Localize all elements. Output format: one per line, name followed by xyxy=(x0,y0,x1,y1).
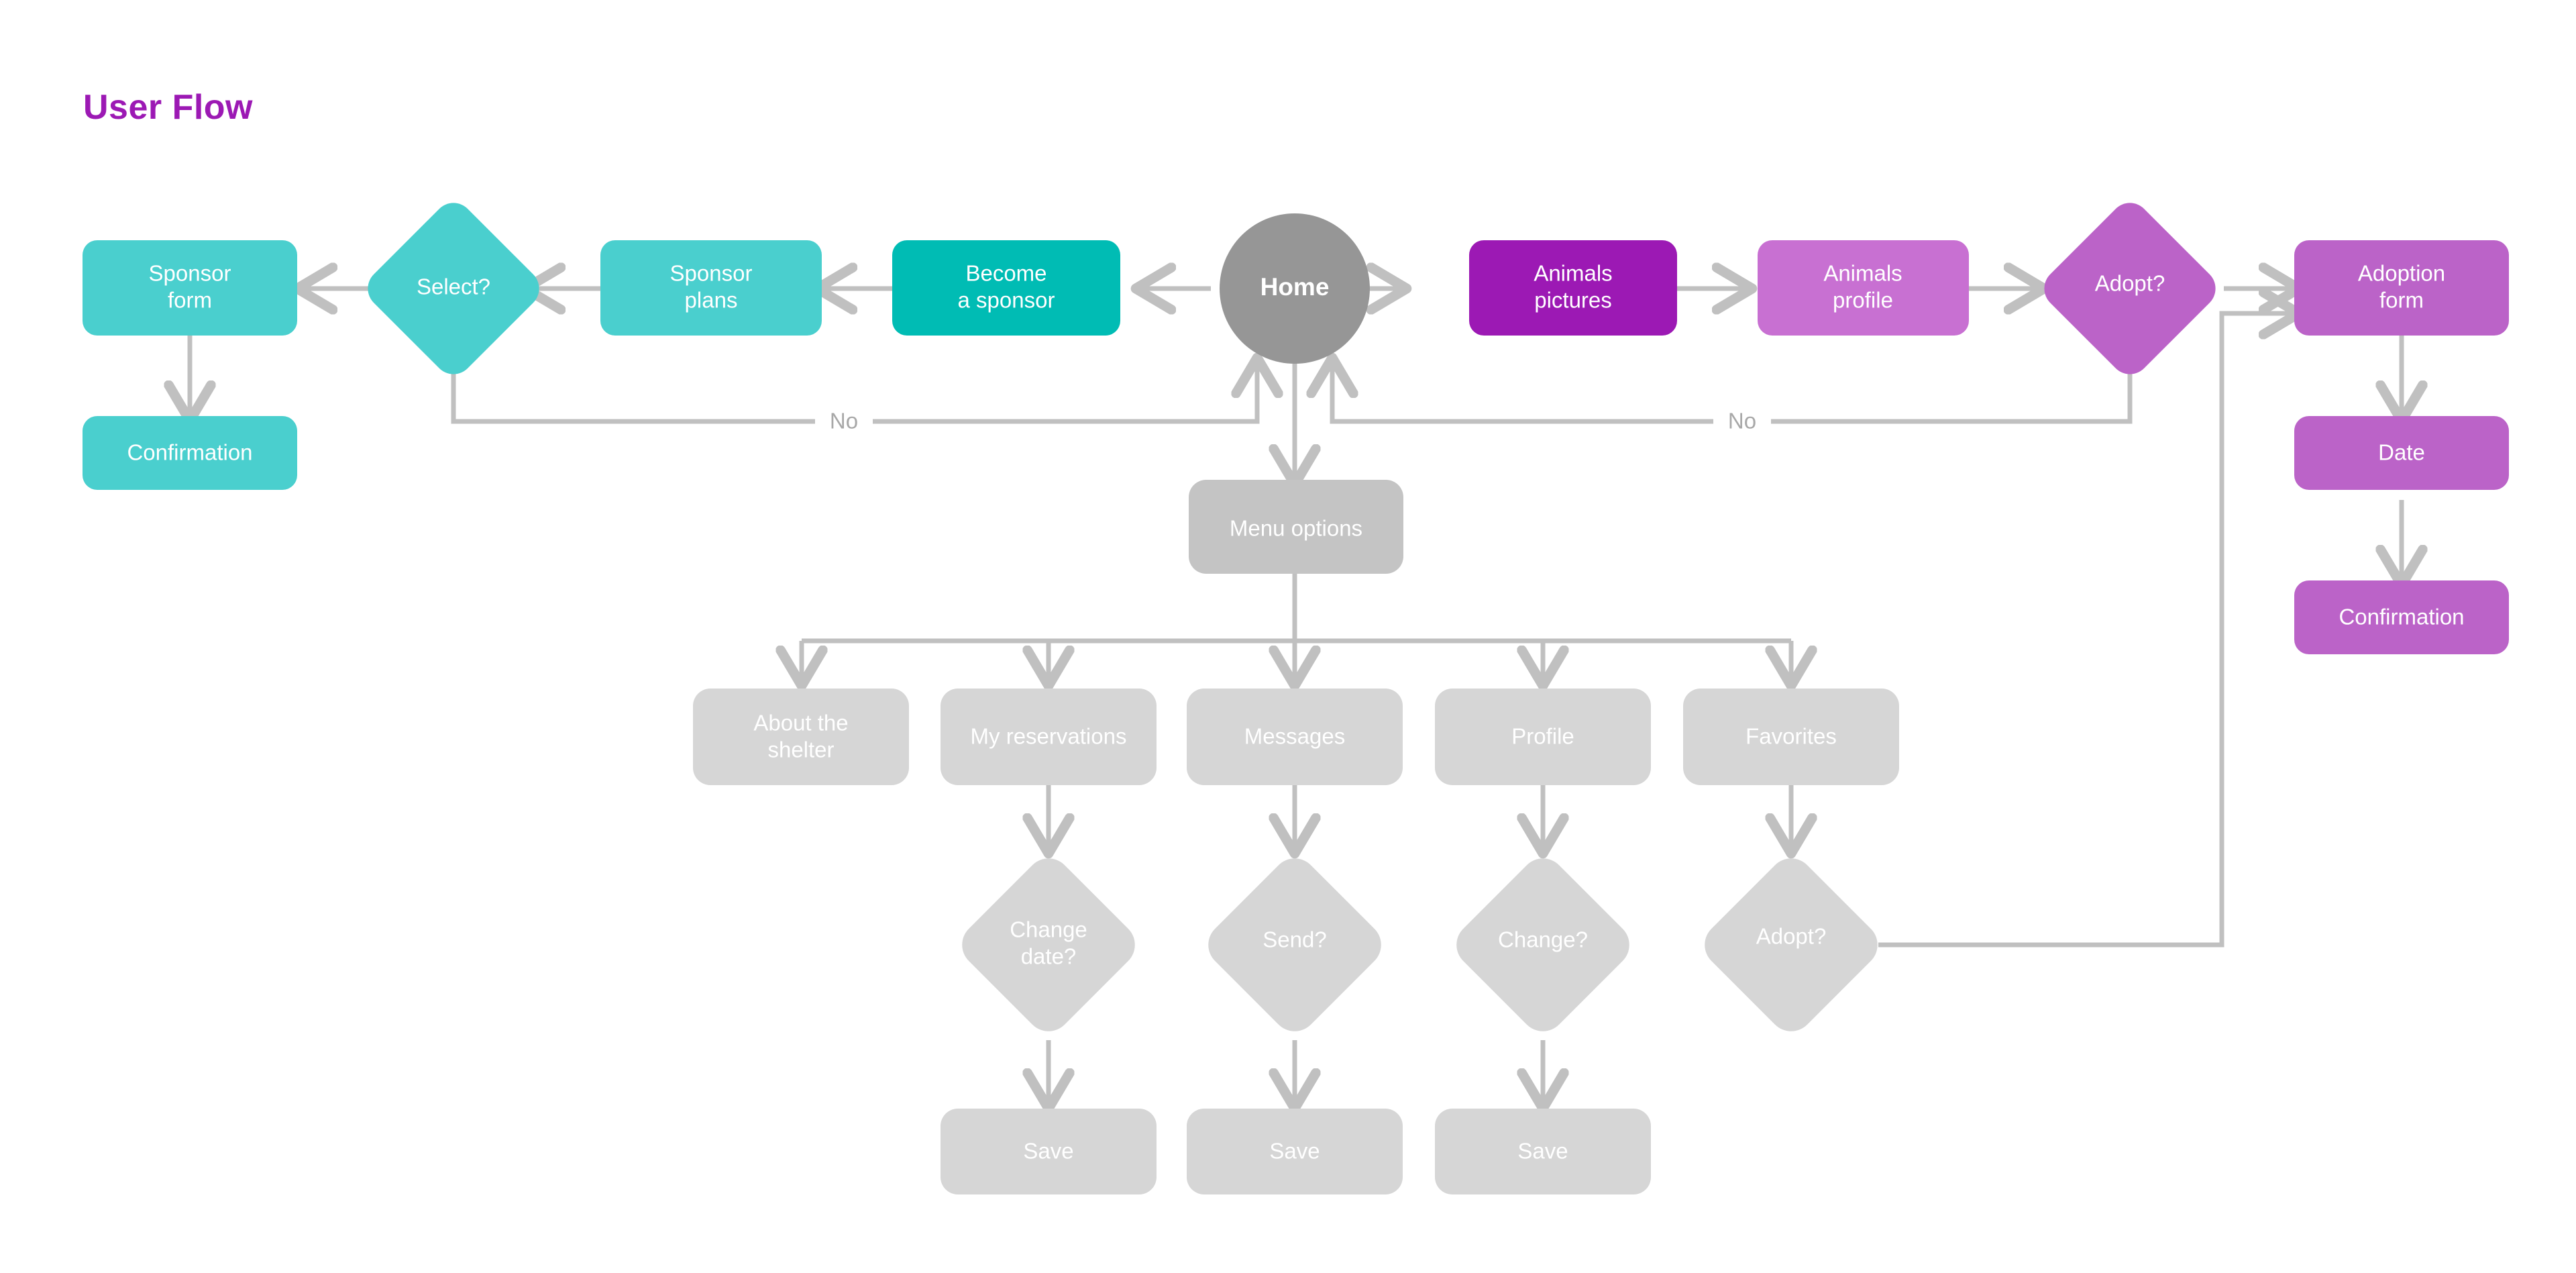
node-date[interactable]: Date xyxy=(2294,416,2509,490)
node-animals-profile[interactable]: Animals profile xyxy=(1758,240,1969,336)
node-change-date-question[interactable]: Change date? xyxy=(953,849,1144,1041)
node-select-question[interactable]: Select? xyxy=(360,195,547,383)
node-become-a-sponsor[interactable]: Become a sponsor xyxy=(892,240,1120,336)
node-favorites[interactable]: Favorites xyxy=(1683,689,1899,785)
edge-label-no-right: No xyxy=(1728,409,1756,434)
node-save-messages-label: Save xyxy=(1269,1139,1320,1164)
node-select-question-label: Select? xyxy=(417,274,490,299)
edge-adopt-bottom-to-adoption-form xyxy=(1878,313,2294,948)
node-adoption-form-line1: Adoption xyxy=(2358,261,2445,286)
node-about-the-shelter-line2: shelter xyxy=(767,737,834,762)
node-favorites-label: Favorites xyxy=(1746,724,1837,749)
connector-layer xyxy=(190,289,2402,1104)
node-animals-pictures-line2: pictures xyxy=(1534,288,1612,313)
node-messages-label: Messages xyxy=(1244,724,1345,749)
node-change-question-label: Change? xyxy=(1498,927,1588,952)
node-messages[interactable]: Messages xyxy=(1187,689,1403,785)
node-animals-profile-line1: Animals xyxy=(1823,261,1902,286)
node-save-reservations[interactable]: Save xyxy=(941,1109,1157,1194)
node-sponsor-plans[interactable]: Sponsor plans xyxy=(600,240,822,336)
node-animals-pictures-line1: Animals xyxy=(1534,261,1612,286)
node-my-reservations-label: My reservations xyxy=(971,724,1127,749)
edge-select-no-to-home-2 xyxy=(872,362,1257,424)
node-save-messages[interactable]: Save xyxy=(1187,1109,1403,1194)
node-save-profile-label: Save xyxy=(1517,1139,1568,1164)
node-animals-pictures[interactable]: Animals pictures xyxy=(1469,240,1677,336)
node-adopt-question-top[interactable]: Adopt? xyxy=(2036,195,2224,383)
node-save-reservations-label: Save xyxy=(1023,1139,1073,1164)
edge-adopt-no-to-home-2 xyxy=(1332,362,1714,424)
node-profile-label: Profile xyxy=(1511,724,1574,749)
node-animals-profile-line2: profile xyxy=(1833,288,1893,313)
page-title: User Flow xyxy=(83,88,253,127)
node-sponsor-form-line1: Sponsor xyxy=(149,261,231,286)
node-sponsor-form-line2: form xyxy=(168,288,212,313)
node-about-the-shelter[interactable]: About the shelter xyxy=(693,689,909,785)
node-date-label: Date xyxy=(2378,440,2425,465)
node-confirmation-adoption[interactable]: Confirmation xyxy=(2294,580,2509,654)
node-become-a-sponsor-line1: Become xyxy=(965,261,1046,286)
edge-select-no-to-home xyxy=(451,349,815,424)
node-my-reservations[interactable]: My reservations xyxy=(941,689,1157,785)
node-home[interactable]: Home xyxy=(1220,213,1370,364)
node-profile[interactable]: Profile xyxy=(1435,689,1651,785)
node-adoption-form[interactable]: Adoption form xyxy=(2294,240,2509,336)
node-adopt-question-bottom[interactable]: Adopt? xyxy=(1695,849,1887,1041)
node-menu-options-label: Menu options xyxy=(1230,516,1362,541)
node-adopt-question-bottom-label: Adopt? xyxy=(1756,924,1827,949)
node-about-the-shelter-line1: About the xyxy=(753,711,848,735)
node-sponsor-plans-line2: plans xyxy=(685,288,738,313)
node-menu-options[interactable]: Menu options xyxy=(1189,480,1403,574)
node-change-question[interactable]: Change? xyxy=(1447,849,1639,1041)
node-sponsor-form[interactable]: Sponsor form xyxy=(83,240,297,336)
node-home-label: Home xyxy=(1260,273,1330,301)
node-become-a-sponsor-line2: a sponsor xyxy=(958,288,1055,313)
edge-label-no-left: No xyxy=(830,409,858,434)
node-confirmation-sponsor[interactable]: Confirmation xyxy=(83,416,297,490)
node-confirmation-sponsor-label: Confirmation xyxy=(127,440,252,465)
node-adoption-form-line2: form xyxy=(2379,288,2424,313)
node-sponsor-plans-line1: Sponsor xyxy=(670,261,753,286)
node-change-date-question-line2: date? xyxy=(1021,944,1077,969)
node-save-profile[interactable]: Save xyxy=(1435,1109,1651,1194)
node-send-question-label: Send? xyxy=(1263,927,1326,952)
edge-adopt-no-to-home xyxy=(1771,349,2133,424)
node-send-question[interactable]: Send? xyxy=(1199,849,1391,1041)
node-confirmation-adoption-label: Confirmation xyxy=(2339,605,2464,629)
node-adopt-question-top-label: Adopt? xyxy=(2095,271,2165,296)
edge-label-layer: No No xyxy=(815,401,1771,440)
node-change-date-question-line1: Change xyxy=(1010,917,1087,942)
